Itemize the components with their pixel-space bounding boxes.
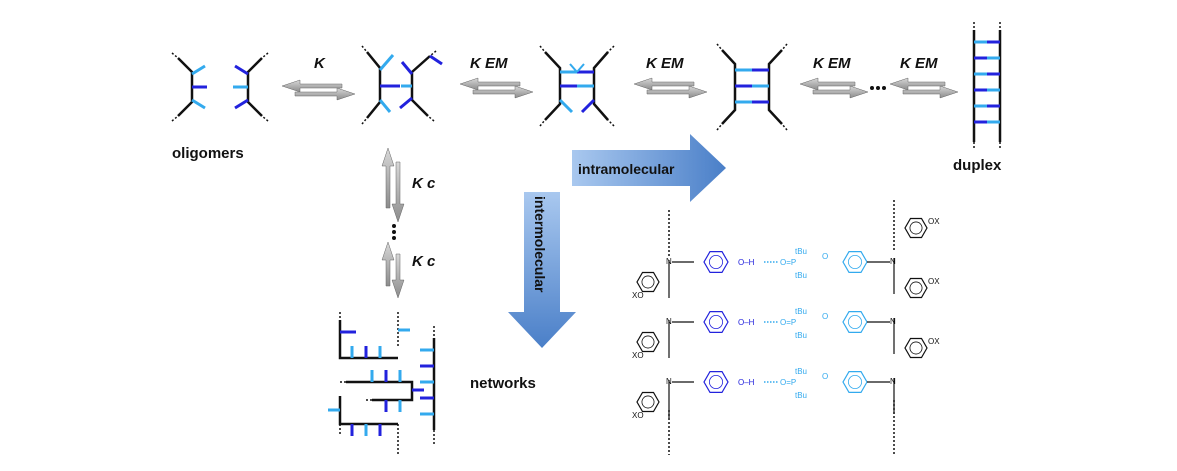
tbu-top-2: tBu bbox=[795, 367, 807, 376]
left-aryl-ring-2-ring bbox=[641, 395, 655, 409]
phenol-ring-2-ring bbox=[709, 374, 724, 389]
equilibrium-arrow-kem-2 bbox=[633, 77, 708, 99]
equilibrium-arrow-kc-2 bbox=[381, 241, 405, 299]
left-aryl-ring-1 bbox=[636, 331, 660, 353]
right-aryl-ring-1-ring bbox=[909, 281, 923, 295]
right-aryl-ring-2 bbox=[904, 337, 928, 359]
tbu-top-0: tBu bbox=[795, 247, 807, 256]
kc-label-2: K c bbox=[412, 253, 436, 270]
ether-o-1: O bbox=[822, 312, 828, 321]
hydroxyl-label-0: O–H bbox=[738, 258, 755, 267]
left-aryl-ring-0 bbox=[636, 271, 660, 293]
phenol-ring-1 bbox=[703, 311, 729, 333]
acceptor-ring-2-ring bbox=[848, 374, 863, 389]
tbu-bottom-1: tBu bbox=[795, 331, 807, 340]
left-aryl-ring-1-ring bbox=[641, 335, 655, 349]
acceptor-ring-1-ring bbox=[848, 314, 863, 329]
hydroxyl-label-2: O–H bbox=[738, 378, 755, 387]
k-label: K bbox=[314, 55, 326, 72]
acceptor-ring-2 bbox=[842, 371, 868, 393]
equilibrium-arrow-kem-1 bbox=[459, 77, 534, 99]
equilibrium-arrow-kem-3 bbox=[799, 77, 869, 99]
equilibrium-arrow-kem-4 bbox=[889, 77, 959, 99]
triple-contact-complex bbox=[716, 43, 788, 131]
networks-label: networks bbox=[470, 375, 536, 392]
intermolecular-arrow bbox=[508, 192, 576, 348]
hydroxyl-label-1: O–H bbox=[738, 318, 755, 327]
right-aryl-ring-2-ring bbox=[909, 341, 923, 355]
intermolecular-label: intermolecular bbox=[532, 196, 548, 293]
intramolecular-arrow bbox=[572, 134, 726, 202]
oligomer-strand-left bbox=[171, 52, 207, 122]
phenol-ring-0 bbox=[703, 251, 729, 273]
equilibrium-arrow-k bbox=[281, 79, 356, 101]
right-n-atom-1: N bbox=[890, 317, 896, 326]
right-aryl-ring-1 bbox=[904, 277, 928, 299]
kc-label-1: K c bbox=[412, 175, 436, 192]
single-contact-complex bbox=[361, 45, 443, 125]
right-ox-1: OX bbox=[928, 277, 940, 286]
phosphine-oxide-label-0: O=P bbox=[780, 258, 796, 267]
right-n-atom-2: N bbox=[890, 377, 896, 386]
tbu-bottom-2: tBu bbox=[795, 391, 807, 400]
acceptor-ring-1 bbox=[842, 311, 868, 333]
tbu-top-1: tBu bbox=[795, 307, 807, 316]
left-xo-1: XO bbox=[632, 351, 644, 360]
acceptor-ring-0 bbox=[842, 251, 868, 273]
phenol-ring-1-ring bbox=[709, 314, 724, 329]
intramolecular-label: intramolecular bbox=[578, 161, 675, 177]
k-em-label-1: K EM bbox=[470, 55, 508, 72]
network-aggregate bbox=[328, 312, 436, 456]
right-ox-0: OX bbox=[928, 217, 940, 226]
left-xo-2: XO bbox=[632, 411, 644, 420]
ether-o-2: O bbox=[822, 372, 828, 381]
oligomers-label: oligomers bbox=[172, 145, 244, 162]
ether-o-0: O bbox=[822, 252, 828, 261]
k-em-label-3: K EM bbox=[813, 55, 851, 72]
phenol-ring-2 bbox=[703, 371, 729, 393]
oligomer-strand-right bbox=[233, 52, 269, 122]
left-aryl-ring-0-ring bbox=[641, 275, 655, 289]
double-contact-complex bbox=[539, 45, 615, 127]
phosphine-oxide-label-1: O=P bbox=[780, 318, 796, 327]
k-em-label-2: K EM bbox=[646, 55, 684, 72]
k-em-label-4: K EM bbox=[900, 55, 938, 72]
phenol-ring-0-ring bbox=[709, 254, 724, 269]
right-ox-2: OX bbox=[928, 337, 940, 346]
chemical-structure: NXOO–HO=PtButBuONOXNXOO–HO=PtButBuONOXNX… bbox=[632, 200, 940, 455]
left-aryl-ring-2 bbox=[636, 391, 660, 413]
right-n-atom-0: N bbox=[890, 257, 896, 266]
acceptor-ring-0-ring bbox=[848, 254, 863, 269]
tbu-bottom-0: tBu bbox=[795, 271, 807, 280]
ellipsis-dots bbox=[870, 86, 886, 90]
left-xo-0: XO bbox=[632, 291, 644, 300]
right-aryl-ring-0-ring bbox=[909, 221, 923, 235]
right-aryl-ring-0 bbox=[904, 217, 928, 239]
duplex-ladder bbox=[972, 22, 1002, 150]
phosphine-oxide-label-2: O=P bbox=[780, 378, 796, 387]
duplex-label: duplex bbox=[953, 157, 1002, 174]
vertical-ellipsis-dots bbox=[392, 224, 396, 240]
equilibrium-arrow-kc-1 bbox=[381, 147, 405, 223]
